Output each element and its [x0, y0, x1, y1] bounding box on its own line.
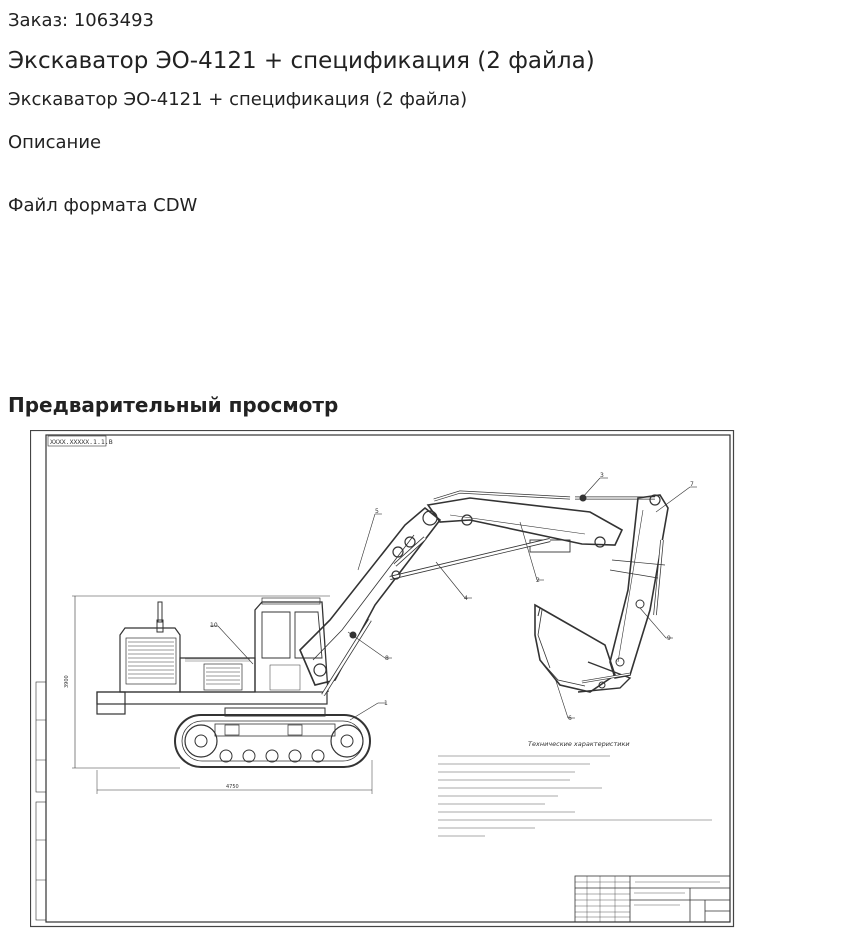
tech-text-lines [438, 755, 712, 837]
title-block [574, 875, 731, 923]
callout-numbers: 1 2 3 4 5 6 7 8 9 10 [210, 472, 694, 722]
callout-2: 2 [536, 577, 540, 584]
tech-heading: Технические характеристики [528, 740, 630, 748]
bucket [534, 603, 632, 693]
preview-heading: Предварительный просмотр [8, 393, 339, 417]
stick [389, 490, 655, 580]
callout-7: 7 [690, 481, 694, 488]
boom [299, 506, 442, 697]
callout-5: 5 [375, 508, 379, 515]
length-dimension: 4750 [226, 784, 239, 790]
callout-6: 6 [568, 715, 572, 722]
description-text: Файл формата CDW [8, 195, 198, 216]
order-number: Заказ: 1063493 [8, 10, 154, 31]
upper-body [96, 597, 329, 715]
callout-4: 4 [464, 595, 468, 602]
callout-10: 10 [210, 622, 218, 629]
excavator-drawing: ХХХХ.ХХХХХ.1.1.В 3900 4750 [30, 430, 735, 928]
crawler-track [174, 714, 371, 768]
callout-1: 1 [384, 700, 388, 707]
height-dimension: 3900 [64, 675, 70, 688]
page-subtitle: Экскаватор ЭО-4121 + спецификация (2 фай… [8, 89, 468, 110]
description-heading: Описание [8, 132, 102, 153]
leaders [210, 477, 697, 721]
drawing-preview: ХХХХ.ХХХХХ.1.1.В 3900 4750 [30, 430, 735, 928]
callout-8: 8 [385, 655, 389, 662]
callout-9: 9 [667, 635, 671, 642]
callout-3: 3 [600, 472, 604, 479]
page-title: Экскаватор ЭО-4121 + спецификация (2 фай… [8, 48, 595, 74]
sheet-code: ХХХХ.ХХХХХ.1.1.В [50, 438, 113, 446]
